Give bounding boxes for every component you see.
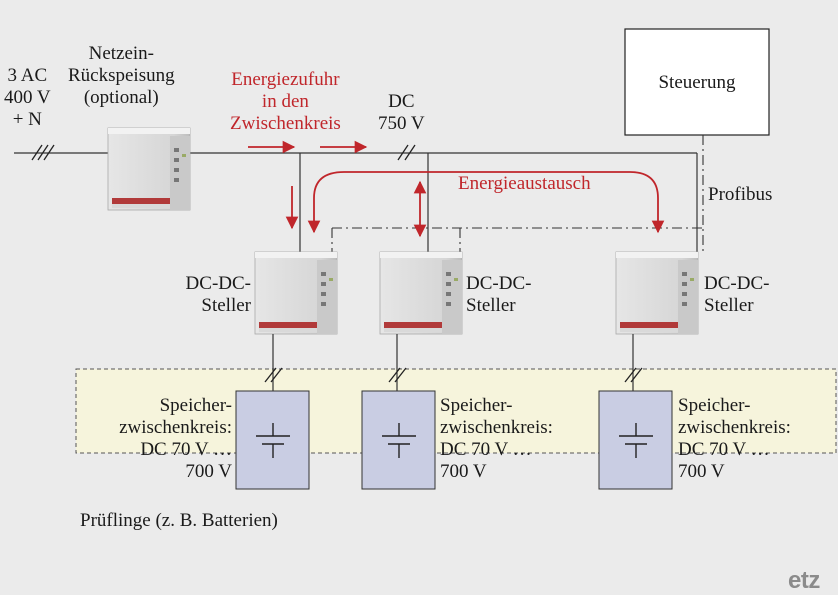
storage-3: [599, 391, 672, 489]
dc-dc-converter-module-icon: [380, 252, 462, 334]
input-label: 3 AC 400 V + N: [4, 65, 51, 131]
rectifier-label: Netzein- Rückspeisung (optional): [68, 43, 175, 109]
energy-exchange-label: Energieaustausch: [458, 173, 591, 195]
converter-2-label: DC-DC- Steller: [466, 273, 531, 317]
controller-label: Steuerung: [625, 72, 769, 94]
test-objects-label: Prüflinge (z. B. Batterien): [80, 510, 278, 532]
energy-supply-arrows: [248, 147, 420, 236]
energy-supply-label: Energiezufuhr in den Zwischenkreis: [230, 69, 341, 135]
dc-dc-converter-module-icon: [616, 252, 698, 334]
storage-2-label: Speicher- zwischenkreis: DC 70 V … 700 V: [440, 395, 553, 483]
storage-3-label: Speicher- zwischenkreis: DC 70 V … 700 V: [678, 395, 791, 483]
brand-logo: etz: [788, 567, 820, 595]
profibus-label: Profibus: [708, 184, 772, 206]
storage-2: [362, 391, 435, 489]
dc-dc-converter-module-icon: [255, 252, 337, 334]
dc-bus-label: DC 750 V: [378, 91, 425, 135]
rectifier-module-icon: [108, 128, 190, 210]
storage-1: [236, 391, 309, 489]
storage-1-label: Speicher- zwischenkreis: DC 70 V … 700 V: [94, 395, 232, 483]
converter-1-label: DC-DC- Steller: [156, 273, 251, 317]
converter-3-label: DC-DC- Steller: [704, 273, 769, 317]
